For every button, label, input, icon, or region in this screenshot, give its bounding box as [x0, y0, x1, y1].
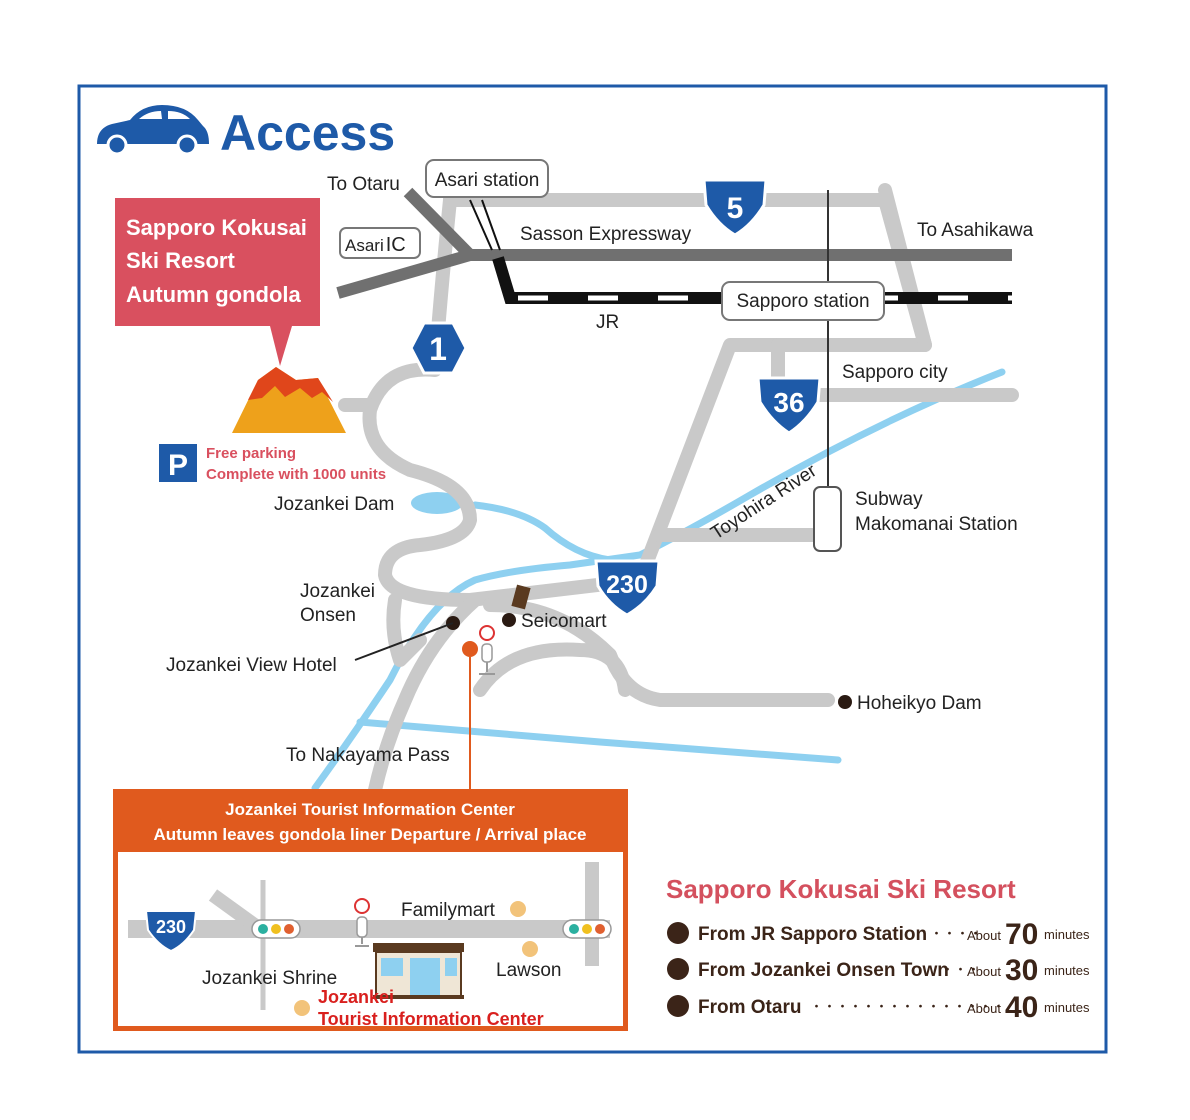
route-5-shield: 5 [702, 178, 768, 237]
label-seicomart: Seicomart [521, 611, 607, 632]
traffic-light-icon [562, 919, 612, 939]
svg-text:230: 230 [606, 571, 648, 599]
mountain-icon [232, 367, 346, 433]
parking-line1: Free parking [206, 445, 296, 462]
asari-ic-box [339, 227, 421, 259]
label-hoheikyo-dam: Hoheikyo Dam [857, 693, 982, 714]
seicomart-marker [502, 613, 516, 627]
label-lawson: Lawson [496, 960, 562, 981]
legend-dots: ・・・ [941, 962, 980, 977]
svg-text:1: 1 [429, 331, 447, 367]
label-to-otaru: To Otaru [327, 174, 400, 195]
bus-stop-icon [479, 625, 495, 675]
svg-text:230: 230 [156, 917, 186, 937]
traffic-light-icon [251, 919, 301, 939]
label-to-nakayama-pass: To Nakayama Pass [286, 745, 450, 766]
info-center-name-2: Tourist Information Center [318, 1009, 544, 1029]
legend-row: From Otaru ・・・・・・・・・・・・・・・ About 40 minu… [667, 991, 1090, 1024]
info-center-header-2: Autumn leaves gondola liner Departure / … [154, 825, 587, 844]
travel-time-legend: Sapporo Kokusai Ski Resort From JR Sappo… [666, 874, 1090, 1024]
label-subway: Subway [855, 489, 923, 510]
inset-route-230-shield: 230 [144, 910, 198, 953]
expressway [336, 187, 1012, 299]
label-sapporo-city: Sapporo city [842, 362, 948, 383]
legend-row-unit: minutes [1044, 1000, 1090, 1015]
legend-row-minutes: 70 [1005, 918, 1038, 951]
page-title: Access [220, 105, 395, 161]
legend-row-label: From Jozankei Onsen Town [698, 960, 949, 981]
route-1-shield: 1 [409, 321, 468, 375]
label-jr: JR [596, 312, 619, 333]
toyohira-river [311, 368, 1006, 792]
label-sasson-expressway: Sasson Expressway [520, 224, 692, 245]
legend-bullet [667, 922, 689, 944]
subway-station-marker [813, 486, 842, 552]
info-center-panel: Jozankei Tourist Information Center Autu… [113, 789, 628, 1031]
asari-station-box [425, 159, 549, 198]
label-familymart: Familymart [401, 900, 496, 921]
river-branch [471, 501, 614, 564]
resort-callout-line1: Sapporo Kokusai [126, 215, 307, 240]
legend-dots: ・・・・ [930, 926, 982, 941]
legend-row-about: About [967, 928, 1001, 943]
label-jozankei-shrine: Jozankei Shrine [202, 968, 337, 989]
river-south [356, 718, 842, 764]
route-36-shield: 36 [756, 376, 822, 435]
svg-text:36: 36 [773, 387, 804, 418]
parking-icon: P [159, 444, 197, 482]
lawson-marker [522, 941, 538, 957]
label-makomanai-station: Makomanai Station [855, 514, 1018, 535]
info-center-pin [462, 641, 478, 657]
view-hotel-pointer [354, 622, 454, 661]
resort-callout: Sapporo Kokusai Ski Resort Autumn gondol… [115, 198, 320, 366]
legend-row: From Jozankei Onsen Town ・・・ About 30 mi… [667, 954, 1090, 987]
label-to-asahikawa: To Asahikawa [917, 220, 1034, 241]
car-icon [97, 105, 209, 156]
road-east [878, 183, 932, 352]
legend-row-unit: minutes [1044, 927, 1090, 942]
legend-row-about: About [967, 1001, 1001, 1016]
legend-title: Sapporo Kokusai Ski Resort [666, 874, 1016, 904]
road-loop-south [473, 642, 632, 697]
info-center-header-1: Jozankei Tourist Information Center [225, 800, 515, 819]
label-sapporo-station: Sapporo station [736, 291, 869, 312]
bus-stop-icon [354, 898, 370, 947]
legend-row-label: From Otaru [698, 997, 801, 1018]
info-center-name-1: Jozankei [318, 987, 394, 1007]
legend-row-unit: minutes [1044, 963, 1090, 978]
route-230-shield: 230 [594, 559, 661, 617]
building-icon [373, 943, 464, 999]
sapporo-station-box [721, 281, 885, 321]
label-asari-station: Asari station [435, 170, 540, 191]
label-jozankei-onsen-2: Onsen [300, 605, 356, 626]
parking-line2: Complete with 1000 units [206, 466, 386, 483]
expressway-ic [336, 249, 472, 299]
resort-callout-line2: Ski Resort [126, 248, 235, 273]
label-jozankei-dam: Jozankei Dam [274, 494, 394, 515]
legend-bullet [667, 958, 689, 980]
label-jozankei-onsen-1: Jozankei [300, 581, 375, 602]
legend-row-minutes: 30 [1005, 954, 1038, 987]
resort-callout-line3: Autumn gondola [126, 282, 302, 307]
road-onsen-loop [386, 593, 427, 667]
legend-row: From JR Sapporo Station ・・・・ About 70 mi… [667, 918, 1090, 951]
legend-row-label: From JR Sapporo Station [698, 924, 927, 945]
shrine-marker [294, 1000, 310, 1016]
legend-row-minutes: 40 [1005, 991, 1038, 1024]
hoheikyo-dam-marker [838, 695, 852, 709]
tunnel-marker [511, 584, 531, 610]
legend-bullet [667, 995, 689, 1017]
jozankei-dam-lake [411, 492, 463, 514]
rivers [311, 368, 1006, 792]
road-to-otaru [403, 187, 475, 260]
legend-dots: ・・・・・・・・・・・・・・・ [810, 999, 1005, 1014]
legend-row-about: About [967, 964, 1001, 979]
familymart-marker [510, 901, 526, 917]
label-jozankei-view-hotel: Jozankei View Hotel [166, 655, 337, 676]
svg-text:P: P [168, 449, 188, 482]
svg-text:5: 5 [727, 192, 744, 225]
inset-roads [128, 862, 610, 1010]
